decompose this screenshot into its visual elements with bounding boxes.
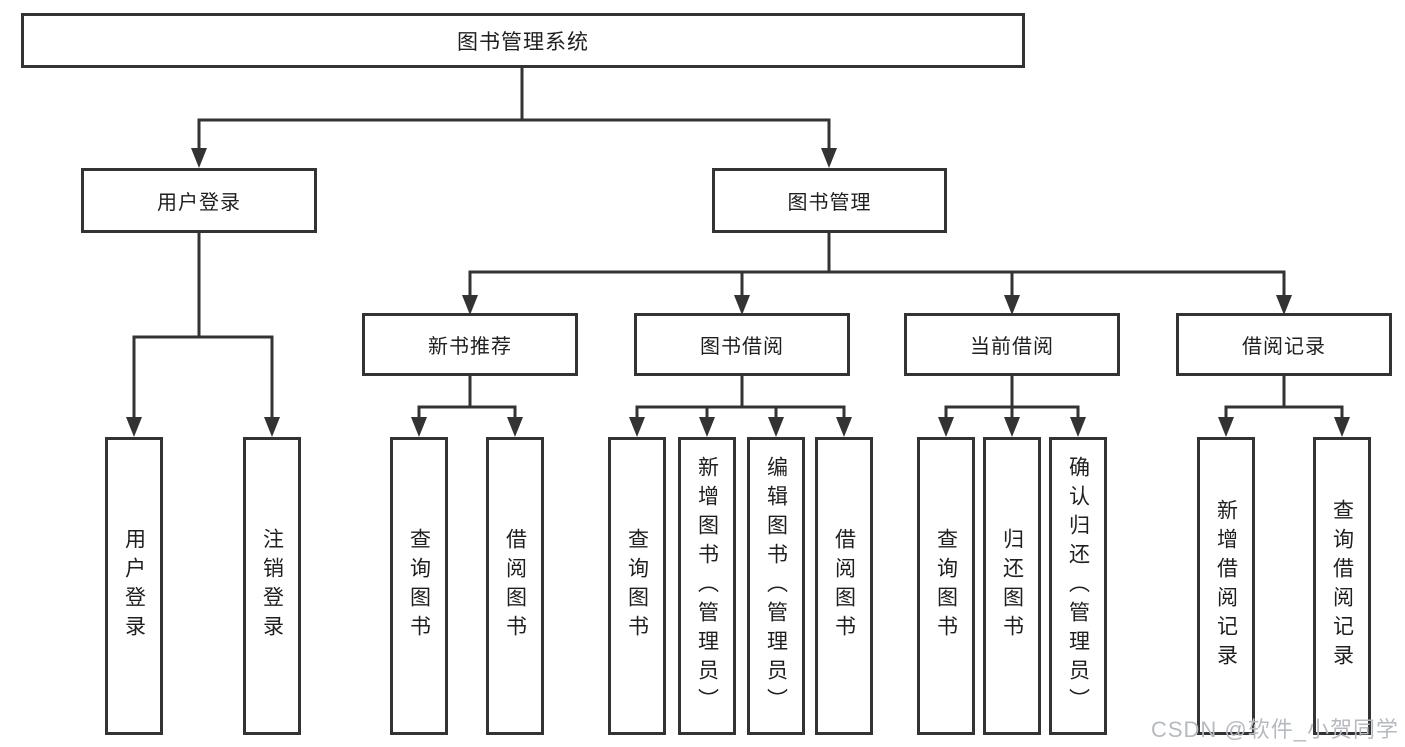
node-label: 图书借阅 xyxy=(700,336,784,358)
leaf-user-login: 用户登录 xyxy=(105,437,163,735)
node-user-login-module: 用户登录 xyxy=(81,168,317,233)
node-label: 借阅图书 xyxy=(503,528,527,644)
arrow-down-icon xyxy=(734,295,750,315)
arrow-down-icon xyxy=(1276,295,1292,315)
leaf-logout: 注销登录 xyxy=(243,437,301,735)
leaf-query-borrow-record: 查询借阅记录 xyxy=(1313,437,1371,735)
arrow-down-icon xyxy=(821,148,837,168)
node-book-management-module: 图书管理 xyxy=(712,168,947,233)
leaf-query-books-borrowing: 查询图书 xyxy=(608,437,666,735)
node-label: 新增图书（管理员） xyxy=(695,455,719,717)
arrow-down-icon xyxy=(1218,417,1234,437)
node-label: 查询图书 xyxy=(934,528,958,644)
leaf-add-borrow-record: 新增借阅记录 xyxy=(1197,437,1255,735)
node-new-book-recommendation: 新书推荐 xyxy=(362,313,578,376)
leaf-return-books: 归还图书 xyxy=(983,437,1041,735)
leaf-confirm-return-admin: 确认归还（管理员） xyxy=(1049,437,1107,735)
node-book-borrowing: 图书借阅 xyxy=(634,313,850,376)
arrow-down-icon xyxy=(938,417,954,437)
node-label: 新增借阅记录 xyxy=(1214,499,1238,673)
arrow-down-icon xyxy=(191,148,207,168)
leaf-borrow-books-recommend: 借阅图书 xyxy=(486,437,544,735)
arrow-down-icon xyxy=(462,295,478,315)
arrow-down-icon xyxy=(1334,417,1350,437)
arrow-down-icon xyxy=(126,417,142,437)
arrow-down-icon xyxy=(1004,295,1020,315)
arrow-down-icons xyxy=(126,148,1350,437)
node-library-management-system: 图书管理系统 xyxy=(21,13,1025,68)
node-label: 当前借阅 xyxy=(970,336,1054,358)
leaf-add-book-admin: 新增图书（管理员） xyxy=(678,437,736,735)
node-label: 借阅图书 xyxy=(832,528,856,644)
node-current-borrowing: 当前借阅 xyxy=(904,313,1120,376)
arrow-down-icon xyxy=(836,417,852,437)
node-label: 确认归还（管理员） xyxy=(1066,455,1090,717)
arrow-down-icon xyxy=(1070,417,1086,437)
leaf-edit-book-admin: 编辑图书（管理员） xyxy=(747,437,805,735)
leaf-query-books-current: 查询图书 xyxy=(917,437,975,735)
node-borrowing-records: 借阅记录 xyxy=(1176,313,1392,376)
node-label: 新书推荐 xyxy=(428,336,512,358)
node-label: 图书管理 xyxy=(787,192,872,214)
node-label: 查询图书 xyxy=(625,528,649,644)
arrow-down-icon xyxy=(1004,417,1020,437)
csdn-watermark: CSDN @软件_小贺同学 xyxy=(1150,717,1399,742)
node-label: 借阅记录 xyxy=(1242,336,1326,358)
node-label: 编辑图书（管理员） xyxy=(764,455,788,717)
arrow-down-icon xyxy=(507,417,523,437)
arrow-down-icon xyxy=(768,417,784,437)
arrow-down-icon xyxy=(699,417,715,437)
leaf-query-books-recommend: 查询图书 xyxy=(390,437,448,735)
node-label: 查询借阅记录 xyxy=(1330,499,1354,673)
node-label: 用户登录 xyxy=(122,528,146,644)
node-label: 查询图书 xyxy=(407,528,431,644)
node-label: 归还图书 xyxy=(1000,528,1024,644)
arrow-down-icon xyxy=(629,417,645,437)
leaf-borrow-books-borrowing: 借阅图书 xyxy=(815,437,873,735)
node-label: 用户登录 xyxy=(157,192,241,214)
node-label: 图书管理系统 xyxy=(457,30,589,54)
arrow-down-icon xyxy=(264,417,280,437)
arrow-down-icon xyxy=(411,417,427,437)
node-label: 注销登录 xyxy=(260,528,284,644)
